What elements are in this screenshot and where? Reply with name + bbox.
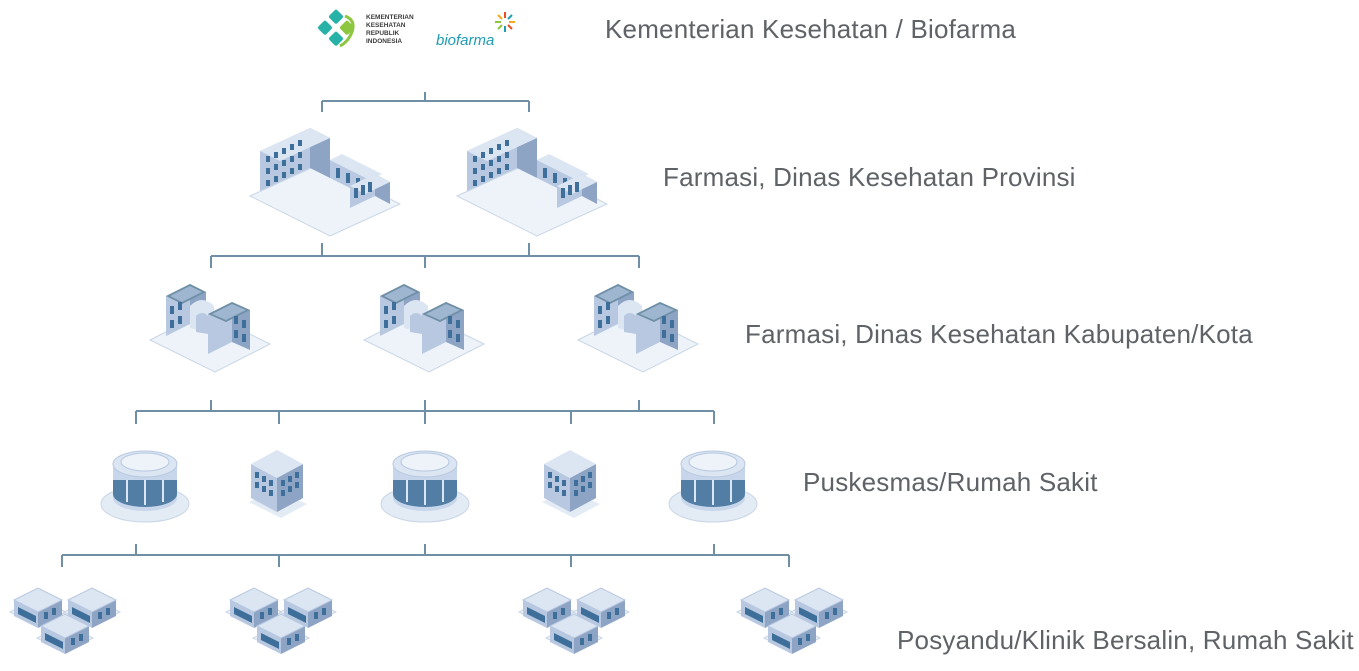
biofarma-logo: biofarma <box>436 12 515 49</box>
posyandu-cluster-icon <box>10 588 120 654</box>
clinic-building-icon <box>249 450 307 518</box>
municipal-building-icon <box>149 283 271 373</box>
biofarma-star-icon <box>495 12 515 32</box>
kemenkes-line-2: KESEHATAN <box>366 22 406 29</box>
kemenkes-logo: KEMENTERIAN KESEHATAN REPUBLIK INDONESIA <box>318 9 414 48</box>
connector-level-4 <box>61 544 790 567</box>
posyandu-cluster-icon <box>226 588 336 654</box>
hospital-round-building-icon <box>100 450 190 523</box>
municipal-building-icon <box>363 283 485 373</box>
connector-lines <box>61 92 790 567</box>
hospital-round-building-icon <box>380 450 470 523</box>
posyandu-cluster-icon <box>737 588 847 654</box>
municipal-building-icon <box>577 283 699 373</box>
posyandu-cluster-icon <box>519 588 629 654</box>
connector-level-3 <box>135 400 715 424</box>
level-label-posyandu: Posyandu/Klinik Bersalin, Rumah Sakit <box>897 625 1354 655</box>
kemenkes-emblem-icon <box>318 9 355 48</box>
connector-level-2 <box>210 243 640 268</box>
biofarma-wordmark: biofarma <box>436 32 494 49</box>
provincial-building-icon <box>456 127 608 237</box>
clinic-building-icon <box>542 450 600 518</box>
level-label-province: Farmasi, Dinas Kesehatan Provinsi <box>663 162 1076 192</box>
level-label-ministry: Kementerian Kesehatan / Biofarma <box>605 14 1017 44</box>
level-label-regency: Farmasi, Dinas Kesehatan Kabupaten/Kota <box>745 319 1253 349</box>
kemenkes-line-4: INDONESIA <box>366 38 402 45</box>
connector-level-1 <box>321 92 530 112</box>
level-label-puskesmas: Puskesmas/Rumah Sakit <box>803 467 1098 497</box>
provincial-building-icon <box>249 127 401 237</box>
kemenkes-line-1: KEMENTERIAN <box>366 14 414 21</box>
kemenkes-line-3: REPUBLIK <box>366 30 400 37</box>
hospital-round-building-icon <box>668 450 758 523</box>
